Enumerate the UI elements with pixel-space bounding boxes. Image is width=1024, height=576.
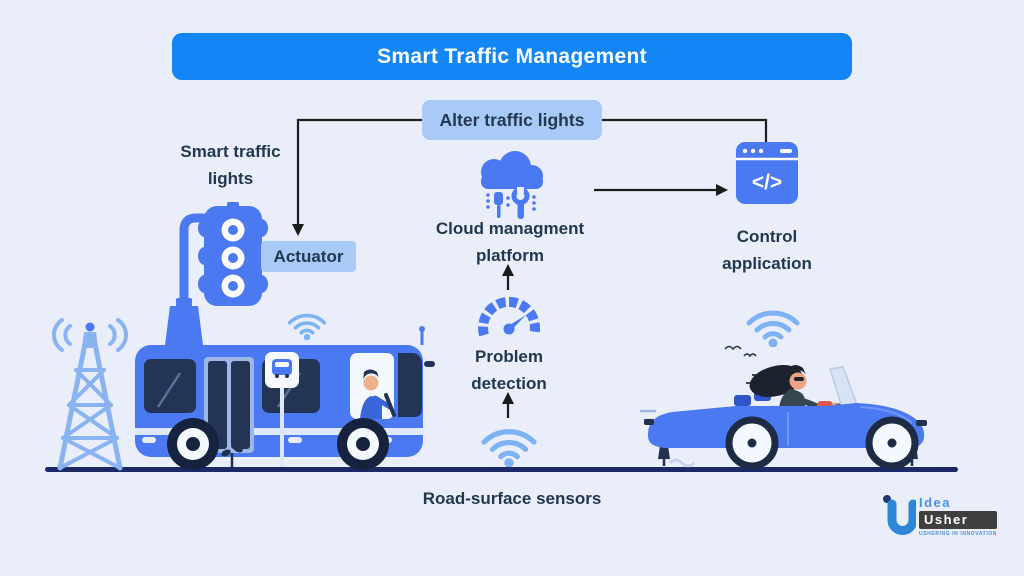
- wifi-icon-car: [746, 310, 800, 347]
- actuator-label: Actuator: [261, 241, 356, 272]
- alter-traffic-lights-label: Alter traffic lights: [422, 100, 602, 140]
- smart-bus-illustration: [135, 326, 435, 470]
- gauge-icon: [478, 296, 540, 337]
- road-surface-sensors-label: Road-surface sensors: [422, 489, 602, 508]
- arrowhead-right: [716, 184, 728, 196]
- wifi-icon-bus: [287, 313, 327, 340]
- title-banner: Smart Traffic Management: [172, 33, 852, 80]
- wifi-icon-road-sensor: [481, 429, 537, 467]
- connected-car-illustration: [640, 345, 927, 470]
- logo-u-icon: [883, 495, 916, 535]
- logo-idea-text: Idea: [919, 495, 952, 510]
- bus-stop-sign: [265, 352, 299, 388]
- line-to-control-app: [600, 118, 768, 143]
- code-glyph: </>: [752, 171, 782, 194]
- smart-traffic-lights-label: Smart traffic lights: [180, 142, 281, 188]
- logo-tagline: USHERING IN INNOVATION: [919, 531, 998, 537]
- page-title: Smart Traffic Management: [377, 44, 647, 68]
- road-line: [45, 467, 958, 472]
- traffic-light-icon: [165, 202, 268, 345]
- arrowhead-down: [292, 224, 304, 236]
- idea-usher-logo: Idea Usher USHERING IN INNOVATION: [882, 492, 1002, 548]
- radio-tower-icon: [52, 318, 128, 471]
- bus-stop-pole: [280, 385, 284, 467]
- logo-usher-text: Usher: [919, 511, 998, 529]
- cloud-tools-icon: [481, 151, 543, 219]
- control-application-label: Control application: [722, 227, 812, 273]
- code-window-icon: </>: [736, 142, 798, 204]
- problem-detection-label: Problem detection: [471, 347, 547, 393]
- cloud-platform-label: Cloud managment platform: [435, 219, 585, 265]
